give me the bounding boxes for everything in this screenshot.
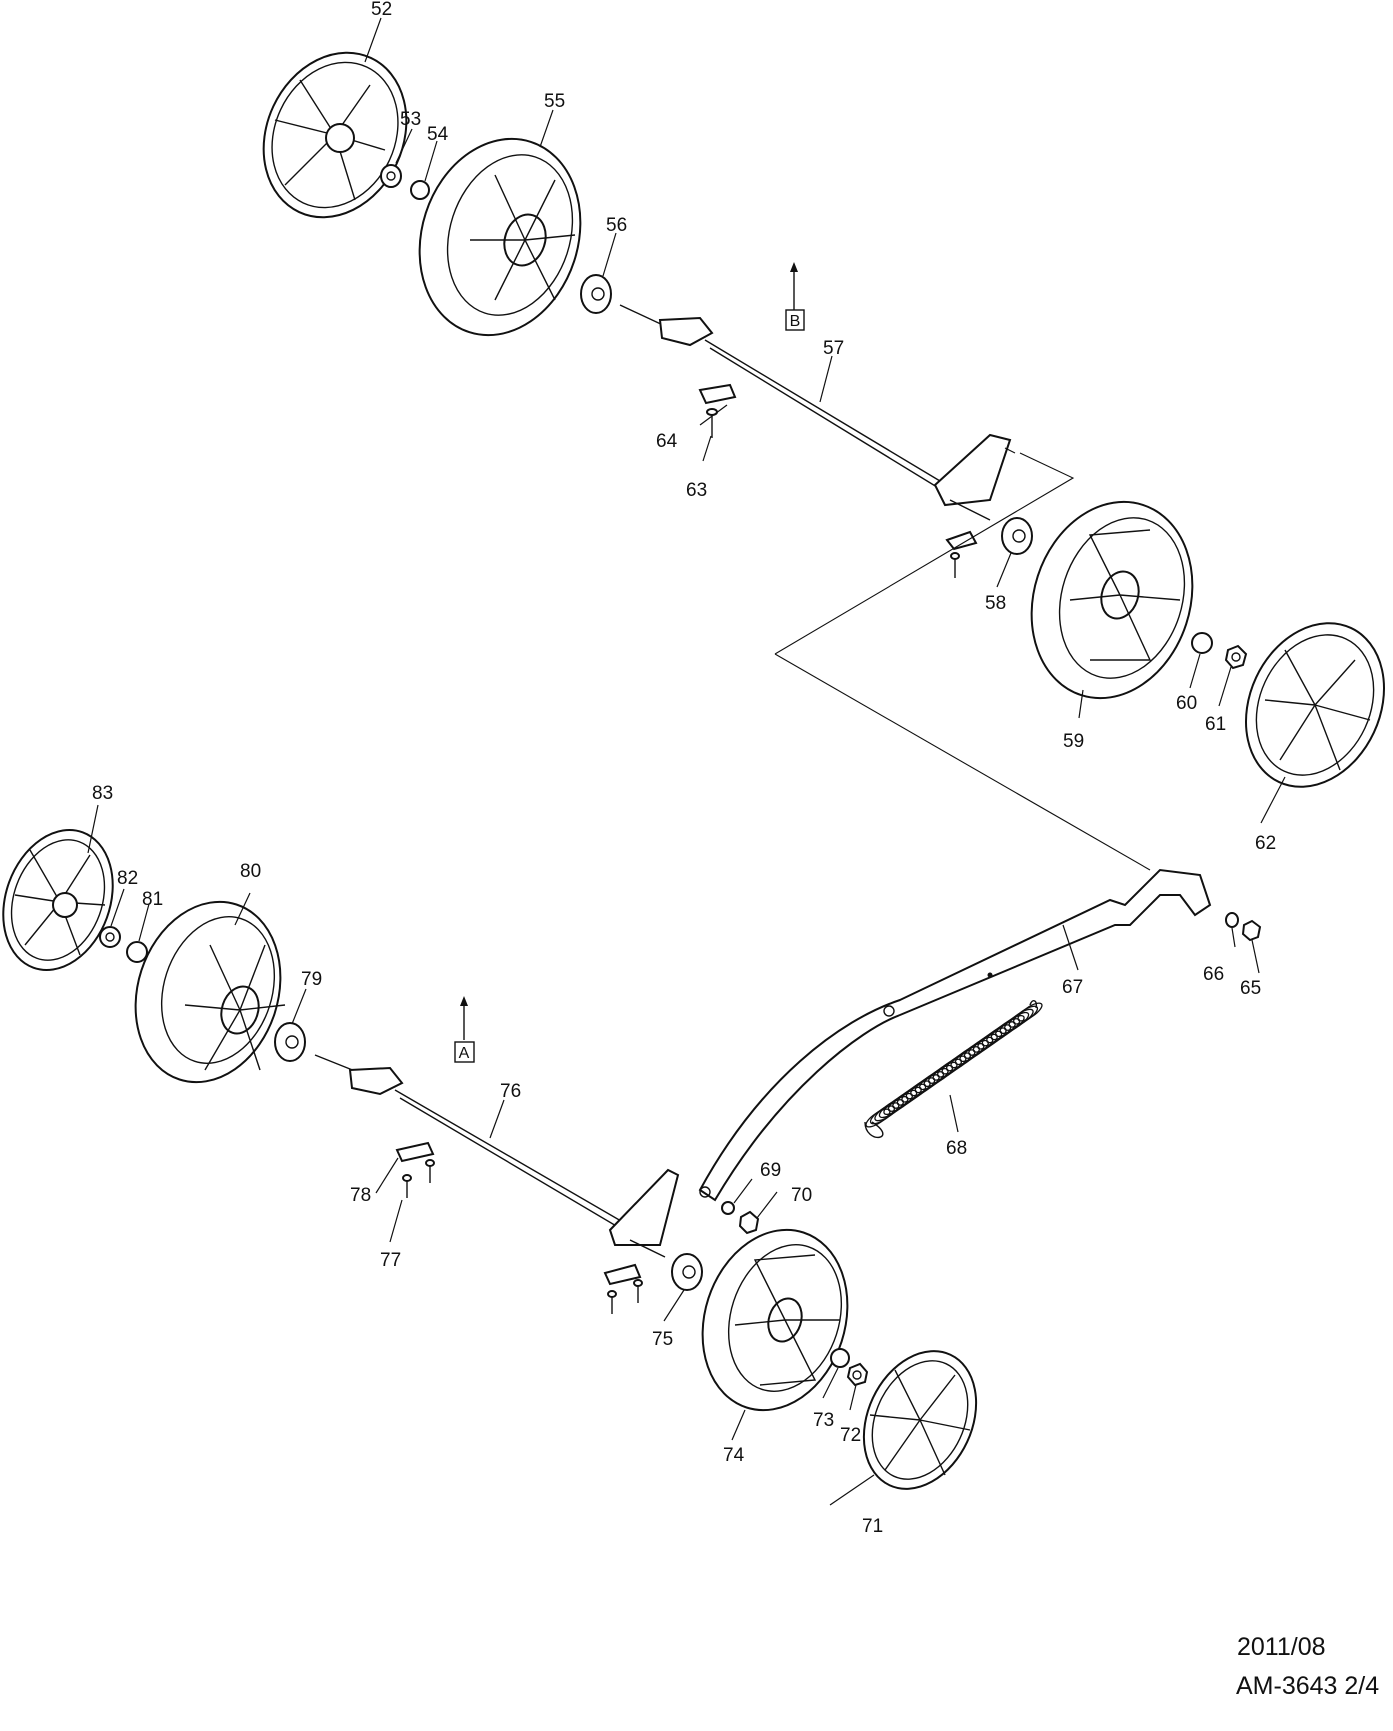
screw-lower-right bbox=[950, 552, 960, 578]
hubcap-71 bbox=[862, 1350, 978, 1490]
spring-68 bbox=[864, 1000, 1043, 1139]
label-70: 70 bbox=[791, 1185, 812, 1206]
marker-a: A bbox=[454, 996, 475, 1063]
label-74: 74 bbox=[723, 1445, 745, 1466]
marker-b-label: B bbox=[790, 313, 801, 330]
plate-78 bbox=[395, 1141, 435, 1163]
label-68: 68 bbox=[946, 1138, 967, 1159]
spring-coil bbox=[874, 1102, 900, 1122]
label-54: 54 bbox=[427, 124, 449, 145]
label-65: 65 bbox=[1240, 978, 1261, 999]
label-78: 78 bbox=[350, 1185, 371, 1206]
screw-77-b bbox=[425, 1159, 435, 1183]
wheel-55 bbox=[418, 137, 582, 337]
label-59: 59 bbox=[1063, 731, 1084, 752]
axle-57 bbox=[619, 304, 1012, 521]
washer-53 bbox=[380, 164, 402, 188]
bearing-75 bbox=[671, 1253, 703, 1291]
plate-lower-right bbox=[945, 530, 978, 551]
spring-coil bbox=[878, 1099, 904, 1119]
label-67: 67 bbox=[1062, 977, 1083, 998]
wheel-74 bbox=[701, 1228, 849, 1412]
screw-lower-axle-a bbox=[607, 1290, 617, 1314]
label-63: 63 bbox=[686, 480, 707, 501]
footer-model-code: AM-3643 2/4 bbox=[1236, 1672, 1380, 1700]
label-73: 73 bbox=[813, 1410, 834, 1431]
label-62: 62 bbox=[1255, 833, 1276, 854]
label-75: 75 bbox=[652, 1329, 673, 1350]
label-77: 77 bbox=[380, 1250, 401, 1271]
label-57: 57 bbox=[823, 338, 844, 359]
screw-lower-axle-b bbox=[633, 1279, 643, 1303]
label-56: 56 bbox=[606, 215, 627, 236]
label-69: 69 bbox=[760, 1160, 781, 1181]
axle-76 bbox=[314, 1054, 680, 1258]
nut-72 bbox=[846, 1362, 869, 1387]
lever-67 bbox=[698, 868, 1212, 1202]
footer-date: 2011/08 bbox=[1237, 1633, 1326, 1661]
label-76: 76 bbox=[500, 1081, 521, 1102]
label-66: 66 bbox=[1203, 964, 1224, 985]
reference-lines bbox=[774, 447, 1151, 871]
label-61: 61 bbox=[1205, 714, 1226, 735]
bushing-54 bbox=[410, 180, 430, 200]
wheel-80 bbox=[134, 900, 286, 1084]
washer-66 bbox=[1225, 912, 1239, 928]
label-52: 52 bbox=[371, 0, 392, 20]
label-79: 79 bbox=[301, 969, 322, 990]
washer-82 bbox=[99, 926, 121, 948]
bushing-60 bbox=[1191, 632, 1213, 654]
bushing-73 bbox=[830, 1348, 850, 1368]
label-83: 83 bbox=[92, 783, 113, 804]
bearing-58 bbox=[1001, 517, 1033, 555]
wheel-59 bbox=[1030, 500, 1194, 700]
plate-lower-axle bbox=[603, 1263, 642, 1286]
spring-coil bbox=[883, 1095, 909, 1116]
nut-70 bbox=[738, 1210, 760, 1235]
bearing-56 bbox=[580, 274, 612, 314]
label-58: 58 bbox=[985, 593, 1006, 614]
screw-77-a bbox=[402, 1174, 412, 1198]
hubcap-83 bbox=[2, 829, 114, 971]
nut-61 bbox=[1224, 644, 1248, 670]
marker-a-label: A bbox=[459, 1045, 470, 1062]
label-81: 81 bbox=[142, 889, 163, 910]
label-80: 80 bbox=[240, 861, 261, 882]
hubcap-52 bbox=[262, 51, 408, 219]
label-82: 82 bbox=[117, 868, 138, 889]
label-64: 64 bbox=[656, 431, 678, 452]
plate-64 bbox=[698, 383, 737, 405]
nut-65 bbox=[1241, 919, 1262, 942]
label-72: 72 bbox=[840, 1425, 861, 1446]
callout-lines bbox=[87, 17, 1286, 1506]
washer-69 bbox=[721, 1201, 735, 1215]
spring-coil bbox=[869, 1105, 896, 1125]
label-71: 71 bbox=[862, 1516, 883, 1537]
part-labels: 52 53 54 55 56 57 58 59 60 61 62 63 64 6… bbox=[92, 0, 1276, 1537]
marker-b: B bbox=[785, 262, 805, 331]
hubcap-62 bbox=[1245, 622, 1385, 788]
spring-coil bbox=[865, 1108, 891, 1128]
label-55: 55 bbox=[544, 91, 565, 112]
bushing-81 bbox=[126, 941, 148, 963]
bearing-79 bbox=[274, 1022, 306, 1062]
label-53: 53 bbox=[400, 109, 421, 130]
label-60: 60 bbox=[1176, 693, 1197, 714]
